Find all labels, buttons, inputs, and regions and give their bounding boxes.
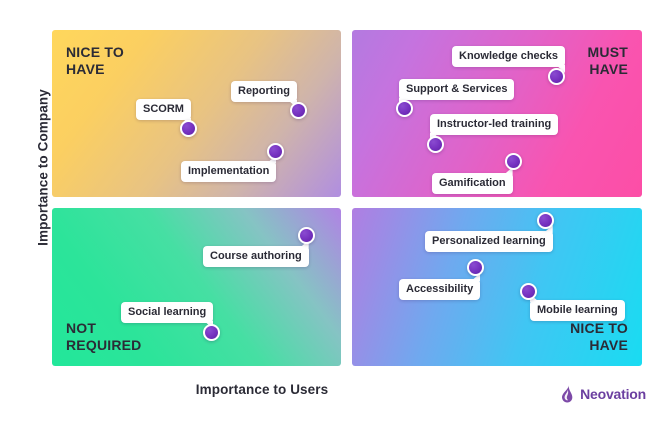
data-point-course-authoring[interactable] (298, 227, 315, 244)
flame-icon (562, 384, 573, 403)
point-label-support-services: Support & Services (399, 79, 515, 100)
data-point-reporting[interactable] (290, 102, 307, 119)
x-axis-title: Importance to Users (195, 382, 329, 397)
point-label-knowledge-checks: Knowledge checks (452, 46, 566, 67)
point-label-accessibility: Accessibility (399, 279, 481, 300)
brand-logo: Neovation (560, 384, 646, 403)
data-point-personalized-learning[interactable] (537, 212, 554, 229)
point-label-instructor-led: Instructor-led training (430, 114, 559, 135)
y-axis-title: Importance to Company (35, 89, 51, 246)
data-point-mobile-learning[interactable] (520, 283, 537, 300)
quadrant-heading-top-left: NICE TO HAVE (66, 44, 124, 77)
quadrant-heading-top-right: MUST HAVE (587, 44, 628, 77)
point-label-social-learning: Social learning (121, 302, 214, 323)
data-point-implementation[interactable] (267, 143, 284, 160)
data-point-gamification[interactable] (505, 153, 522, 170)
point-label-gamification: Gamification (432, 173, 513, 194)
point-label-implementation: Implementation (181, 161, 277, 182)
point-label-reporting: Reporting (231, 81, 297, 102)
point-label-course-authoring: Course authoring (203, 246, 309, 267)
point-label-mobile-learning: Mobile learning (530, 300, 625, 321)
data-point-instructor-led[interactable] (427, 136, 444, 153)
quadrant-heading-bottom-right: NICE TO HAVE (570, 320, 628, 353)
data-point-support-services[interactable] (396, 100, 413, 117)
data-point-knowledge-checks[interactable] (548, 68, 565, 85)
data-point-social-learning[interactable] (203, 324, 220, 341)
data-point-accessibility[interactable] (467, 259, 484, 276)
quadrant-heading-bottom-left: NOT REQUIRED (66, 320, 142, 353)
quadrant-bottom-left: NOT REQUIRED (52, 208, 341, 366)
point-label-scorm: SCORM (136, 99, 191, 120)
point-label-personalized-learning: Personalized learning (425, 231, 553, 252)
data-point-scorm[interactable] (180, 120, 197, 137)
brand-name: Neovation (580, 385, 646, 402)
